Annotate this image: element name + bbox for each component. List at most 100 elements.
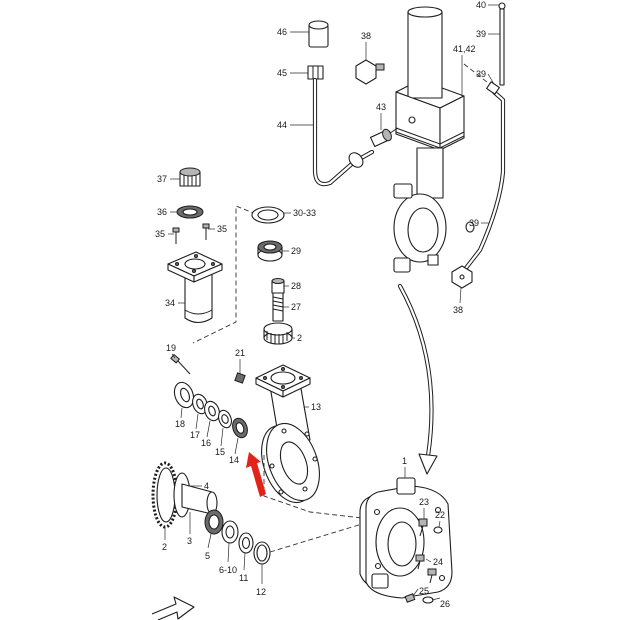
clamp-block-side-face: [439, 95, 465, 151]
housing-34-hole-4: [192, 269, 196, 273]
part-36-bearing-ring: [176, 205, 204, 219]
part-16-washer: [204, 400, 220, 422]
clamp-bolt-hole: [408, 116, 416, 124]
bolt-35-left-head: [172, 227, 180, 233]
callout-24: 24: [433, 557, 443, 567]
callout-labels: 40 39 46 38 41,42 39 45 43 44 37 36 30-3…: [155, 0, 486, 609]
collar-28-top: [271, 278, 285, 284]
assembly-dashed-line-flange: [263, 455, 363, 519]
pinion-2-top: [263, 322, 293, 336]
assembly-direction-arrow: [397, 283, 438, 475]
callout-18: 18: [175, 419, 185, 429]
part-18-washer: [173, 381, 195, 409]
callout-17: 17: [190, 430, 200, 440]
washer-18-inner: [179, 387, 191, 403]
part-26-washer: [422, 596, 434, 604]
housing-13-flange-hole-6: [269, 463, 275, 469]
part-29-bearing: [257, 240, 283, 262]
callout-5: 5: [205, 551, 210, 561]
assembly-dashed-line-bottom: [269, 523, 363, 553]
callout-39-right: 39: [469, 218, 479, 228]
housing-13-top-hole-2: [281, 367, 285, 371]
ring-36-inner: [182, 208, 198, 216]
ring-gear-2-body: [156, 467, 176, 523]
callout-3: 3: [187, 536, 192, 546]
assembly-arrow-core: [398, 284, 433, 458]
housing-13-flange-hole-5: [278, 489, 284, 495]
part-5-bearing: [204, 509, 224, 535]
pinion-2-teeth: [266, 331, 288, 344]
housing-34-hole-1: [175, 262, 179, 266]
flange-1-bore: [387, 521, 417, 567]
flange-1-pad-top: [396, 477, 416, 495]
housing-34-hole-2: [194, 254, 198, 258]
part-6-10-washer: [221, 520, 239, 544]
housing-34-hole-3: [211, 262, 215, 266]
washer-15-inner: [221, 414, 229, 424]
part-30-33-ring: [251, 206, 285, 224]
callout-28: 28: [291, 281, 301, 291]
leader-24: [425, 558, 432, 563]
callout-12: 12: [256, 587, 266, 597]
bracket-pad-top: [393, 183, 413, 199]
callout-1: 1: [402, 456, 407, 466]
callout-21: 21: [235, 348, 245, 358]
bolt-19-head: [170, 353, 181, 364]
flange-1-hole-2: [434, 506, 442, 514]
flange-1-hole-4: [374, 562, 382, 570]
fitting-43-stub: [389, 127, 399, 134]
callout-37: 37: [157, 174, 167, 184]
highlight-arrow: [246, 452, 266, 497]
part-21-bolt: [234, 372, 246, 384]
housing-13-top-hole-3: [299, 376, 303, 380]
part-44-tube: [312, 77, 375, 187]
callout-2-upper: 2: [297, 333, 302, 343]
housing-13-top-bore: [270, 371, 296, 385]
callout-2-lower: 2: [162, 542, 167, 552]
fitting-43-end: [382, 128, 392, 142]
callout-35-left: 35: [155, 229, 165, 239]
housing-13-flange-hole-4: [302, 486, 308, 492]
bolt-23-shank: [419, 525, 424, 537]
callout-36: 36: [157, 207, 167, 217]
bolt-25-head: [404, 593, 416, 603]
housing-34-body: [184, 271, 213, 324]
washer-17-inner: [196, 398, 204, 410]
callout-35-right: 35: [217, 224, 227, 234]
washer-26: [422, 596, 434, 604]
bracket-tab: [427, 254, 439, 266]
column-shaft-top: [407, 6, 443, 18]
bearing-5-inner: [208, 514, 220, 530]
cable-39-dashed-run: [463, 63, 493, 87]
washer-11-inner: [241, 536, 251, 550]
part-41-42-column-assembly: [393, 6, 475, 273]
part-28-collar: [271, 278, 285, 294]
part-13-gear-housing: [255, 364, 320, 504]
part-23-bolt: [418, 518, 428, 537]
cable-39-fitting: [486, 81, 500, 95]
part-34-housing: [167, 251, 223, 324]
callout-27: 27: [291, 302, 301, 312]
bolt-24-head-a: [415, 554, 425, 562]
housing-13-top-hole-1: [263, 376, 267, 380]
callout-22: 22: [435, 510, 445, 520]
bracket-ring-inner: [407, 207, 439, 253]
rod-40-body: [499, 8, 505, 86]
flange-1-hole-3: [438, 574, 446, 582]
seal-12-inner: [256, 544, 268, 562]
callout-34: 34: [165, 298, 175, 308]
part-22-washer: [433, 526, 443, 534]
assembly-dashed-line-left: [192, 205, 257, 344]
callout-38-lower: 38: [453, 305, 463, 315]
flange-1-hole-1: [373, 508, 381, 516]
leader-15: [220, 427, 224, 447]
part-17-washer: [192, 393, 208, 415]
callout-40: 40: [476, 0, 486, 10]
part-38-bracket-lower: [451, 265, 473, 289]
part-15-washer: [218, 409, 232, 429]
part-39-cable: [463, 63, 506, 271]
nut-45-body: [307, 65, 324, 80]
bolt-24-head-b: [427, 568, 437, 576]
lower-column: [416, 147, 444, 199]
